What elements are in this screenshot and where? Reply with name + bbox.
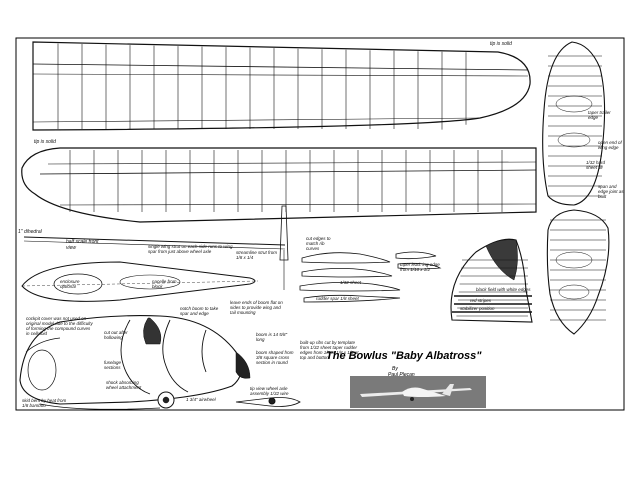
note-tip-solid-1: tip is solid [490,41,512,47]
note-dihedral: 1" dihedral [18,229,42,235]
note-cockpit-cover: cockpit cover was not used on original m… [26,316,93,336]
note-red-stripes: red stripes [470,298,492,303]
note-tip-view: tip view wheel axle assembly 1/32 wire [250,386,289,396]
note-span-wing: span and edge joint as built [598,184,624,199]
model-photo [350,376,486,408]
note-tip-solid-2: tip is solid [34,139,56,145]
note-half-scale: half scale front view [66,239,99,251]
stabilizer-plan [542,41,610,335]
note-airwheel: 1 3/4" airwheel [186,397,216,402]
note-enclosure: enclosure optional [60,279,80,289]
note-sheet: 1/32 sheet [340,280,362,285]
note-notch-boom: notch boom to take spar and edge [180,306,219,316]
plan-author: Paul Plecan [388,372,415,378]
front-view [23,205,289,290]
lower-wing-plan [21,147,537,223]
note-built-up-ribs: built-up ribs cut by template from 1/32 … [300,340,359,360]
note-black-field: black field with white edges [476,287,531,292]
note-hard-sheet: 1/32 hard sheet fill [586,160,606,170]
note-shock-absorbing: shock absorbing wheel attachment [106,380,142,390]
top-wing-plan [32,41,531,131]
note-single-strut: single wing strut on each side runs to w… [148,244,233,254]
note-cut-out: cut out after hollowing [104,330,128,340]
note-taper-tail: taper trailer edge [588,110,611,120]
note-open-end: open end of wing edge [598,140,622,150]
note-fuselage-section: fuselage sections [104,360,122,370]
note-cut-edges: cut edges to match rib curves [306,236,331,251]
note-streamline-strut: streamline strut from 1/8 x 1/4 [236,250,278,260]
note-rudder-spar: rudder spar 1/8 sheet [316,296,359,301]
rib-templates [299,251,442,303]
note-taper-lead: taper lead. ing edge from 1/16 x 1/2 [400,262,440,272]
plan-byline: By [392,366,398,372]
note-skid-bent: skid bent by heat from 1/8 bamboo [22,398,67,408]
plan-title: The Bowlus "Baby Albatross" [326,350,482,362]
note-leave-ends: leave ends of boom flat on sides to prov… [230,300,283,315]
note-nacelle: nacelle from block [152,279,177,289]
sheet-border [15,37,625,411]
glider-photo-icon [350,376,486,408]
fuselage-top-view [21,261,259,302]
note-boom-shaped: boom shaped from 3/8 square cross sectio… [256,350,294,365]
note-stabilizer-position: stabilizer position [460,306,495,311]
note-boom-long: boom is 14 5/8" long [256,332,288,342]
rudder [450,238,533,323]
fuselage-side-view [19,315,301,410]
